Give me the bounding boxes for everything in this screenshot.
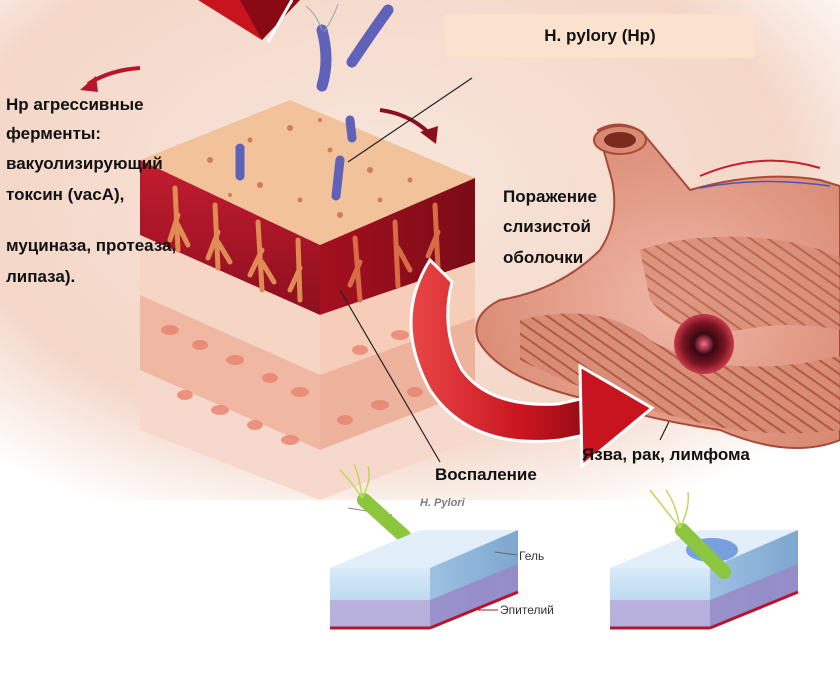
enzymes-line-3: вакуолизирующий (6, 154, 163, 173)
mucosa-damage-line-1: Поражение (503, 187, 597, 206)
mucosa-front (140, 160, 320, 315)
pointer-hp (347, 77, 473, 163)
stomach (475, 123, 840, 449)
top-incoming-arrow (198, 0, 300, 43)
big-curved-arrow (409, 257, 655, 470)
outcomes-label: Язва, рак, лимфома (582, 445, 750, 464)
enzymes-line-2: ферменты: (6, 124, 102, 143)
tissue-block (140, 100, 475, 500)
inflammation-label: Воспаление (435, 465, 537, 484)
gel-label: Гель (519, 549, 545, 563)
enzymes-line-4: токсин (vacA), (6, 185, 125, 204)
epithelium-label: Эпителий (500, 603, 554, 617)
mucosa-damage-line-3: оболочки (503, 248, 584, 267)
ulcer-spot (674, 314, 734, 374)
hpylori-small-label: H. Pylori (420, 497, 465, 509)
curved-arrow-left (80, 66, 141, 92)
curved-arrow-right (379, 108, 438, 144)
gel-block-left (330, 530, 519, 630)
hp-title-box: H. pylory (Hp) (445, 14, 755, 58)
enzymes-line-6: муциназа, протеаза, (6, 236, 177, 255)
pointer-inflammation (339, 289, 441, 463)
hp-title: H. pylory (Hp) (544, 26, 656, 45)
gel-block-right (610, 489, 799, 630)
enzymes-line-7: липаза). (6, 267, 76, 286)
hpylori-green-bacterium (339, 463, 411, 543)
mucus-surface (140, 100, 475, 245)
bacteria-top-group (305, 3, 394, 92)
mucosa-damage-line-2: слизистой (503, 217, 591, 236)
enzymes-line-1: Hp агрессивные (6, 95, 144, 114)
